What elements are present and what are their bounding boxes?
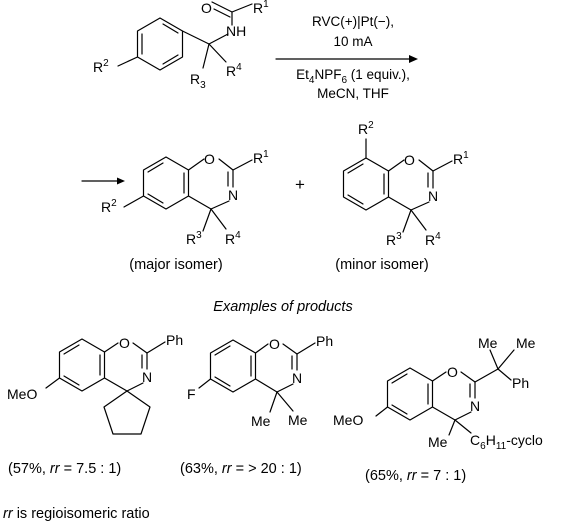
product-3-cyclohexyl: C6H11-cyclo xyxy=(470,432,543,452)
substrate-structure xyxy=(117,1,253,71)
major-r3: R3 xyxy=(186,230,202,247)
minor-r1: R1 xyxy=(453,150,469,167)
product-2-yield: (63%, rr = > 20 : 1) xyxy=(180,461,302,477)
substrate-r1: R1 xyxy=(253,0,269,16)
substrate-nh: NH xyxy=(226,23,246,39)
product-2-methyl-1: Me xyxy=(251,413,271,429)
substrate-r4: R4 xyxy=(226,62,242,79)
major-oxygen: O xyxy=(204,151,215,167)
product-1-phenyl: Ph xyxy=(166,332,183,348)
product-3-yield: (65%, rr = 7 : 1) xyxy=(365,468,466,484)
product-3-methyl-c: Me xyxy=(428,434,448,450)
product-2-oxygen: O xyxy=(269,336,280,352)
minor-r4: R4 xyxy=(425,231,441,248)
minor-nitrogen: N xyxy=(428,188,438,204)
product-1-yield: (57%, rr = 7.5 : 1) xyxy=(8,461,121,477)
footnote: rr is regioisomeric ratio xyxy=(3,506,150,522)
product-1-structure xyxy=(45,338,166,435)
product-1-nitrogen: N xyxy=(142,369,152,385)
product-3-methyl-b: Me xyxy=(516,335,536,351)
product-3-structure xyxy=(375,349,515,436)
minor-r2: R2 xyxy=(358,120,374,137)
product-3-nitrogen: N xyxy=(470,398,480,414)
product-3-methyl-a: Me xyxy=(478,335,498,351)
substrate-r3: R3 xyxy=(190,71,206,91)
substrate-oxygen: O xyxy=(201,0,212,16)
product-2-phenyl: Ph xyxy=(316,333,333,349)
minor-oxygen: O xyxy=(404,152,415,168)
major-r2: R2 xyxy=(101,198,117,215)
product-1-methoxy: MeO xyxy=(7,386,37,402)
major-r1: R1 xyxy=(253,149,269,166)
product-3-oxygen: O xyxy=(447,364,458,380)
product-2-methyl-2: Me xyxy=(288,412,308,428)
condition-electrolyte: Et4NPF6 (1 equiv.), xyxy=(296,67,410,86)
continuation-arrow xyxy=(81,177,125,185)
minor-r3: R3 xyxy=(386,231,402,248)
substrate-r2: R2 xyxy=(93,58,109,75)
product-1-oxygen: O xyxy=(119,335,130,351)
examples-heading: Examples of products xyxy=(213,299,352,315)
product-3-phenyl: Ph xyxy=(512,375,529,391)
plus-sign: + xyxy=(295,175,305,194)
minor-isomer-structure xyxy=(342,138,453,233)
condition-current: 10 mA xyxy=(333,34,372,49)
product-2-fluorine: F xyxy=(187,386,196,402)
major-isomer-structure xyxy=(123,156,253,232)
product-2-nitrogen: N xyxy=(292,370,302,386)
major-nitrogen: N xyxy=(228,187,238,203)
product-3-methoxy: MeO xyxy=(333,412,363,428)
major-isomer-caption: (major isomer) xyxy=(129,257,222,273)
minor-isomer-caption: (minor isomer) xyxy=(335,257,428,273)
product-2-structure xyxy=(198,339,316,413)
major-r4: R4 xyxy=(225,230,241,247)
condition-electrodes: RVC(+)|Pt(−), xyxy=(312,14,394,29)
condition-solvent: MeCN, THF xyxy=(317,86,389,101)
reaction-arrow xyxy=(275,55,418,63)
